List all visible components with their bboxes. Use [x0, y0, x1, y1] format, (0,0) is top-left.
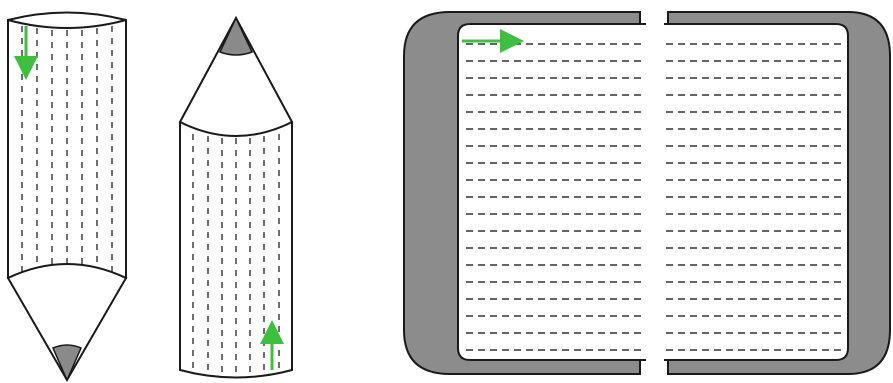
pencil-1-top-rim [7, 19, 127, 29]
pencil-2-cone [178, 15, 294, 137]
pencil-1-cone [6, 263, 128, 382]
pencil-2-lead-tip [218, 16, 254, 56]
book-right-page [659, 23, 849, 361]
book-text-lines [466, 43, 842, 351]
open-book [403, 6, 891, 380]
pencil-1-lead-tip [52, 344, 82, 382]
pencil-pointing-up [178, 15, 294, 379]
pencil-pointing-down [6, 11, 128, 382]
book-spine-gap [646, 6, 664, 380]
pencil-1-grain-lines [21, 26, 113, 272]
book-left-page [457, 23, 651, 361]
